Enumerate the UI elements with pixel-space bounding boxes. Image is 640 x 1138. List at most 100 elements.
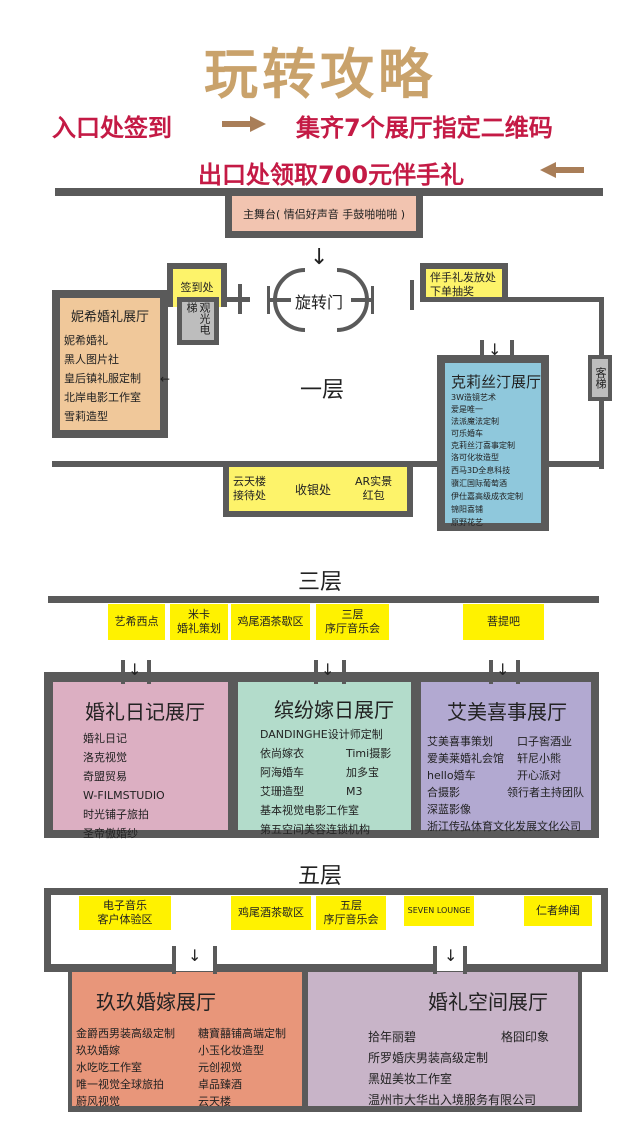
booth: 鸡尾酒茶歇区: [231, 896, 311, 930]
hall-jiujiu: 玖玖婚嫁展厅 金爵西男装高级定制 糖寶囍铺高端定制 玖玖婚嫁 小玉化妆造型 水吃…: [72, 972, 302, 1108]
down-arrow-icon: ↓: [128, 660, 142, 679]
exhibitor: 艾美喜事策划: [427, 735, 493, 748]
hall-name: 克莉丝汀展厅: [451, 373, 542, 391]
wall: [342, 660, 346, 684]
hall-wedding-space: 婚礼空间展厅 拾年丽碧 格囧印象 所罗婚庆男装高级定制 黑妞美妆工作室 温州市大…: [308, 972, 578, 1107]
hall-wedding-diary: 婚礼日记展厅 婚礼日记 洛克视觉 奇盟贸易 W-FILMSTUDIO 时光铺子旅…: [53, 682, 228, 840]
exhibitor: 深蓝影像: [427, 803, 471, 816]
wall: [433, 946, 437, 974]
hall-name: 玖玖婚嫁展厅: [96, 990, 216, 1014]
exhibitor: 黑人图片社: [64, 353, 119, 366]
hall-name: 婚礼日记展厅: [85, 700, 205, 724]
wall: [52, 461, 604, 467]
exhibitor: 伊仕嘉高级成衣定制: [451, 492, 523, 501]
wall: [147, 660, 151, 684]
exhibitor: M3: [346, 785, 363, 798]
floor1-top-wall: [55, 188, 603, 196]
booth: 艺希西点: [108, 604, 165, 640]
guide-step-checkin: 入口处签到: [52, 114, 172, 142]
hall-aimei: 艾美喜事展厅 艾美喜事策划 口子窖酒业 爱美莱婚礼会馆 轩尼小熊 hello婚车…: [421, 682, 591, 833]
exhibitor: 艾珊造型: [260, 785, 304, 798]
booth: 鸡尾酒茶歇区: [231, 604, 310, 640]
revolving-door-label: 旋转门: [295, 293, 344, 312]
exhibitor: 蔚风视觉: [76, 1095, 120, 1108]
exhibitor: 领行者主持团队: [507, 786, 584, 799]
exhibitor: Timi摄影: [346, 747, 392, 760]
cashier-area: 云天楼 接待处 收银处 AR实景 红包: [223, 467, 413, 517]
revolving-door[interactable]: 旋转门: [265, 262, 377, 334]
exhibitor: 所罗婚庆男装高级定制: [368, 1051, 489, 1065]
christine-hall: 克莉丝汀展厅 3W造镜艺术 爱是唯一 法派魔法定制 可乐婚车 克莉丝汀喜事定制 …: [437, 355, 549, 531]
exhibitor: hello婚车: [427, 769, 476, 782]
exhibitor: 浙江传弘体育文化发展文化公司: [427, 820, 581, 833]
booth: 米卡 婚礼策划: [170, 604, 228, 640]
wall: [463, 946, 467, 974]
exhibitor: 金爵西男装高级定制: [76, 1027, 175, 1040]
exhibitor: 皇后镇礼服定制: [64, 372, 141, 385]
left-entry-arrow-icon: ←: [160, 372, 171, 386]
exhibitor: 骥汇国际葡萄酒: [451, 479, 507, 488]
hall-binfen: 缤纷嫁日展厅 DANDINGHE设计师定制 依尚嫁衣 Timi摄影 阿海婚车 加…: [238, 682, 411, 836]
exhibitor: 温州市大华出入境服务有限公司: [368, 1093, 537, 1107]
exhibitor: 阿海婚车: [260, 766, 304, 779]
exhibitor: 小玉化妆造型: [198, 1044, 264, 1057]
booth: 电子音乐 客户体验区: [79, 896, 171, 930]
gift-desk: 伴手礼发放处 下单抽奖: [420, 263, 508, 301]
exhibitor: 依尚嫁衣: [260, 747, 304, 760]
sightseeing-elevator: 观光电梯: [177, 297, 219, 345]
exhibitor: 爱美莱婚礼会馆: [427, 752, 504, 765]
exhibitor: 奇盟贸易: [83, 770, 127, 783]
wall: [516, 660, 520, 684]
exhibitor: 北岸电影工作室: [64, 391, 141, 404]
down-arrow-icon: ↓: [321, 660, 335, 679]
wall: [420, 297, 603, 302]
wall: [172, 946, 176, 974]
exhibitor: 原野花艺: [451, 518, 483, 527]
right-arrow-icon: [222, 116, 266, 132]
wall: [238, 284, 242, 314]
exhibitor: 卓品臻酒: [198, 1078, 242, 1091]
floor1-label: 一层: [300, 378, 345, 403]
exhibitor: 3W造镜艺术: [451, 393, 496, 402]
exhibitor: 洛可化妆造型: [451, 453, 499, 462]
passenger-elevator: 客梯: [588, 355, 612, 401]
wall: [225, 297, 250, 302]
guide-step-collect: 集齐7个展厅指定二维码: [296, 114, 553, 142]
wall: [510, 340, 514, 362]
booth: 五层 序厅音乐会: [316, 896, 386, 930]
doorway: [176, 946, 213, 971]
exhibitor: 格囧印象: [501, 1030, 550, 1044]
floor5-label: 五层: [297, 864, 342, 889]
wall: [480, 340, 484, 362]
exhibitor: 玖玖婚嫁: [76, 1044, 120, 1057]
doorway: [437, 946, 463, 971]
booth: SEVEN LOUNGE: [404, 896, 474, 926]
booth: 仁者绅闺: [524, 896, 592, 926]
exhibitor: 雪莉造型: [64, 410, 108, 423]
floor3-label: 三层: [297, 570, 342, 595]
left-arrow-icon: [540, 162, 584, 178]
down-arrow-icon: ↓: [444, 946, 458, 965]
wall: [410, 280, 414, 310]
exhibitor: 时光铺子旅拍: [83, 808, 149, 821]
exhibitor: 锦阳喜铺: [451, 505, 483, 514]
exhibitor: 西马3D全息科技: [451, 466, 511, 475]
wall: [121, 660, 125, 684]
wall: [213, 946, 217, 974]
exhibitor: 糖寶囍铺高端定制: [198, 1027, 286, 1040]
hall-name: 缤纷嫁日展厅: [274, 698, 394, 722]
exhibitor: 法派魔法定制: [451, 417, 499, 426]
exhibitor: 洛克视觉: [83, 751, 127, 764]
exhibitor: 圣帝傲婚纱: [83, 827, 138, 840]
exhibitor: 基本视觉电影工作室: [260, 804, 359, 817]
exhibitor: 开心派对: [517, 769, 561, 782]
down-arrow-icon: ↓: [488, 340, 502, 359]
exhibitor: 水吃吃工作室: [76, 1061, 142, 1074]
cashier-desk: 收银处: [295, 483, 332, 497]
booth: 三层 序厅音乐会: [316, 604, 389, 640]
exhibitor: 合摄影: [427, 786, 460, 799]
booth: 菩提吧: [463, 604, 544, 640]
guide-step-gift: 出口处领取700元伴手礼: [198, 161, 465, 189]
ar-red-packet: AR实景 红包: [355, 475, 393, 502]
down-arrow-icon: ↓: [188, 946, 202, 965]
